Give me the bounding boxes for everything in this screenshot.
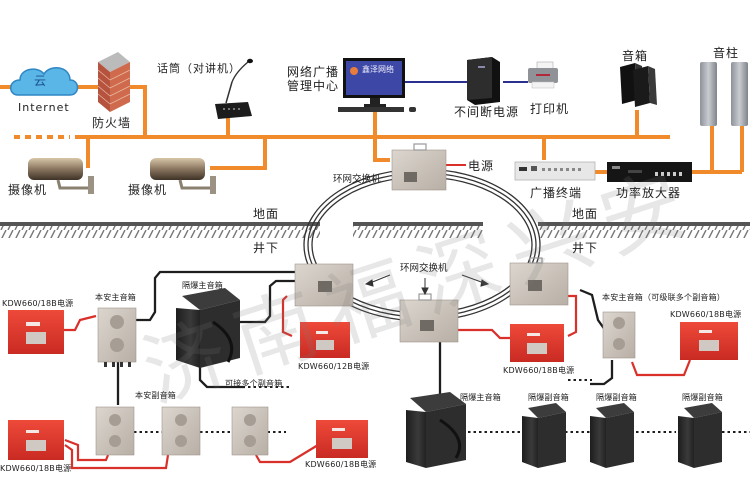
management-center-label-line1: 网络广播 <box>287 65 340 79</box>
flameproof-sub-speaker-label-2: 隔爆副音箱 <box>596 393 637 402</box>
camera-icon-right <box>150 158 216 194</box>
ground-surface-label-right: 地面 <box>572 207 599 221</box>
ups-label: 不间断电源 <box>454 105 520 119</box>
power-supply-bottom-left <box>8 420 64 460</box>
ring-switch-right <box>509 257 569 306</box>
ring-switch-left <box>294 263 354 307</box>
flameproof-main-speaker-bottom-label: 隔爆主音箱 <box>460 393 501 402</box>
can-connect-multiple-label: 可接多个副音箱 <box>225 379 283 388</box>
ground-underground-label-left: 井下 <box>253 241 280 255</box>
flameproof-main-speaker-bottom <box>406 392 466 468</box>
management-computer-icon <box>338 58 416 112</box>
power-supply-center-12b <box>300 322 350 358</box>
power-supply-center-12b-label: KDW660/12B电源 <box>298 362 370 371</box>
ring-switch-bottom <box>399 293 459 343</box>
firewall-icon <box>97 52 131 112</box>
management-center-label-line2: 管理中心 <box>287 79 340 93</box>
internet-label: Internet <box>18 101 70 114</box>
power-supply-left-top-label: KDW660/18B电源 <box>2 299 74 308</box>
camera-label-right: 摄像机 <box>128 183 168 197</box>
power-supply-bottom-right <box>316 420 368 458</box>
broadcast-terminal-icon <box>514 161 596 181</box>
power-supply-bottom-left-label: KDW660/18B电源 <box>0 464 72 473</box>
flameproof-main-speaker-left-label: 隔爆主音箱 <box>182 281 223 290</box>
power-amplifier-icon <box>607 162 692 182</box>
microphone-label: 话筒（对讲机） <box>157 62 241 75</box>
microphone-console-icon <box>215 58 253 119</box>
flameproof-sub-speaker-label-1: 隔爆副音箱 <box>528 393 569 402</box>
column-speakers-icon <box>700 62 748 126</box>
cloud-icon <box>10 67 79 96</box>
intrinsic-main-speaker-left-label: 本安主音箱 <box>95 293 136 302</box>
camera-icon-left <box>28 158 94 194</box>
flameproof-sub-speakers <box>522 403 722 468</box>
power-supply-center-18b-label: KDW660/18B电源 <box>503 366 575 375</box>
ups-icon <box>467 57 500 105</box>
ground-surface-label-left: 地面 <box>253 207 280 221</box>
power-supply-left-top <box>8 310 64 354</box>
power-supply-center-18b <box>510 324 564 362</box>
amplifier-label: 功率放大器 <box>616 186 682 200</box>
flameproof-main-speaker-left <box>176 288 240 368</box>
printer-icon <box>528 61 558 89</box>
power-supply-bottom-right-label: KDW660/18B电源 <box>305 460 377 469</box>
intrinsic-main-speaker-right-label: 本安主音箱（可级联多个副音箱） <box>602 293 725 302</box>
ground-line <box>0 222 750 238</box>
power-supply-right-label: KDW660/18B电源 <box>670 310 742 319</box>
column-speaker-label: 音柱 <box>713 46 740 60</box>
monitor-screen-text: 鑫泽网络 <box>362 65 394 74</box>
ground-underground-label-right: 井下 <box>572 241 599 255</box>
firewall-label: 防火墙 <box>92 116 132 130</box>
speaker-label: 音箱 <box>622 49 649 63</box>
printer-label: 打印机 <box>530 102 570 116</box>
ring-switch-label-top: 环网交换机 <box>333 174 381 185</box>
ring-switch-arrows <box>364 274 490 296</box>
desktop-speakers-icon <box>620 63 657 107</box>
intrinsic-sub-speakers <box>95 406 269 456</box>
power-label: 电源 <box>468 159 495 173</box>
intrinsic-sub-speaker-label: 本安副音箱 <box>135 391 176 400</box>
flameproof-sub-speaker-label-3: 隔爆副音箱 <box>682 393 723 402</box>
underground-power-cables <box>64 294 692 470</box>
power-supply-right <box>680 322 738 360</box>
cloud-label: 云 <box>34 74 48 88</box>
camera-label-left: 摄像机 <box>8 183 48 197</box>
intrinsic-main-speaker-right <box>602 311 636 359</box>
broadcast-terminal-label: 广播终端 <box>530 186 583 200</box>
ring-switch-top <box>391 143 447 191</box>
intrinsic-main-speaker-left <box>97 307 137 367</box>
ring-switch-label-underground: 环网交换机 <box>400 263 448 274</box>
